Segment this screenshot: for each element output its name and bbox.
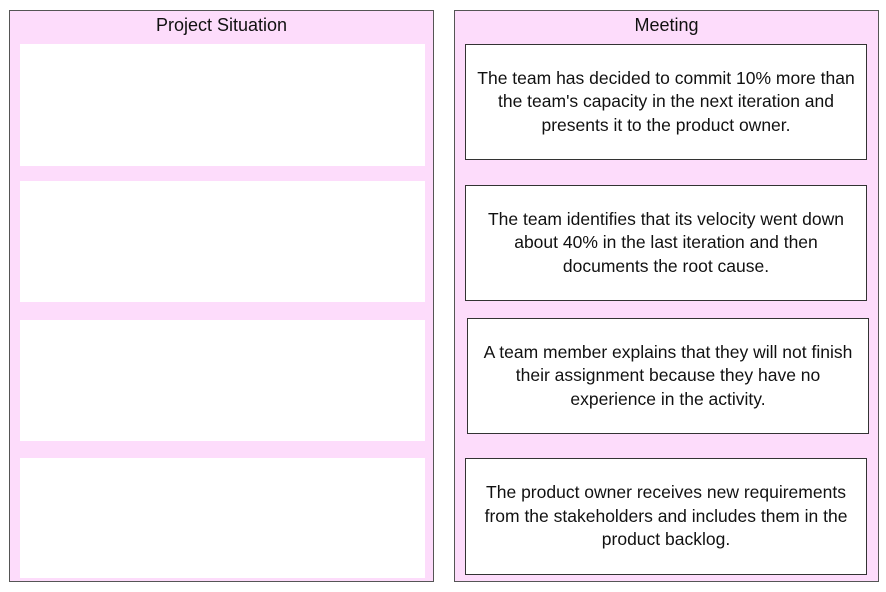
drop-target-slot-1[interactable] [20, 44, 425, 166]
meeting-card-1[interactable]: The team has decided to commit 10% more … [465, 44, 867, 160]
meeting-panel: Meeting The team has decided to commit 1… [454, 10, 879, 582]
project-situation-panel: Project Situation [9, 10, 434, 582]
meeting-card-3[interactable]: A team member explains that they will no… [467, 318, 869, 434]
meeting-card-text: The product owner receives new requireme… [484, 482, 848, 550]
meeting-card-text: A team member explains that they will no… [483, 341, 853, 409]
drop-target-slot-4[interactable] [20, 458, 425, 578]
meeting-card-4[interactable]: The product owner receives new requireme… [465, 458, 867, 575]
drop-target-slot-2[interactable] [20, 181, 425, 302]
drop-target-slot-3[interactable] [20, 320, 425, 441]
meeting-card-text: The team identifies that its velocity we… [487, 208, 844, 276]
meeting-card-text: The team has decided to commit 10% more … [477, 67, 855, 135]
meeting-card-2[interactable]: The team identifies that its velocity we… [465, 185, 867, 301]
meeting-title: Meeting [634, 15, 699, 35]
project-situation-title: Project Situation [155, 15, 288, 35]
